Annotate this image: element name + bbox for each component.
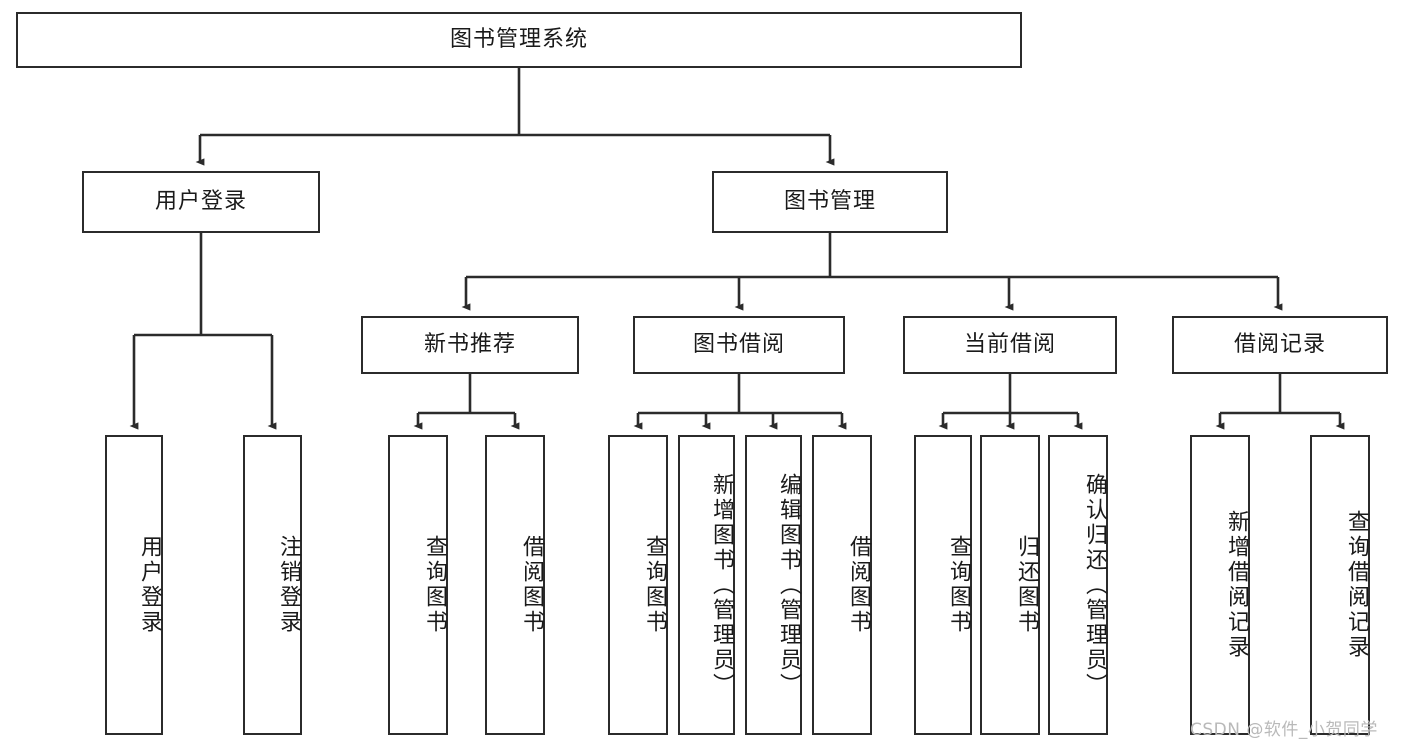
node-borrow-record[interactable]: 借阅记录	[1172, 316, 1388, 374]
node-leaf-logout[interactable]: 注销登录	[243, 435, 302, 735]
node-label: 查询图书	[642, 535, 667, 635]
node-current-borrow[interactable]: 当前借阅	[903, 316, 1117, 374]
csdn-watermark: CSDN @软件_小贺同学	[1190, 720, 1378, 740]
node-user-login[interactable]: 用户登录	[82, 171, 320, 233]
node-label: 借阅图书	[846, 535, 871, 635]
node-leaf-user-login[interactable]: 用户登录	[105, 435, 163, 735]
node-leaf-query-book-2[interactable]: 查询图书	[608, 435, 668, 735]
node-leaf-edit-book[interactable]: 编辑图书（管理员）	[745, 435, 802, 735]
node-leaf-query-record[interactable]: 查询借阅记录	[1310, 435, 1370, 735]
node-leaf-confirm-return[interactable]: 确认归还（管理员）	[1048, 435, 1108, 735]
node-leaf-query-book-1[interactable]: 查询图书	[388, 435, 448, 735]
node-label: 查询借阅记录	[1344, 510, 1369, 660]
node-label: 借阅图书	[519, 535, 544, 635]
node-label: 当前借阅	[963, 331, 1056, 357]
node-label: 查询图书	[422, 535, 447, 635]
node-label: 新增借阅记录	[1224, 510, 1249, 660]
node-label: 编辑图书（管理员）	[776, 472, 801, 698]
node-label: 确认归还（管理员）	[1082, 472, 1107, 698]
node-root[interactable]: 图书管理系统	[16, 12, 1022, 68]
node-leaf-query-book-3[interactable]: 查询图书	[914, 435, 972, 735]
node-book-borrow[interactable]: 图书借阅	[633, 316, 845, 374]
node-label: 注销登录	[276, 535, 301, 635]
node-label: 图书管理	[783, 188, 876, 214]
node-leaf-add-book[interactable]: 新增图书（管理员）	[678, 435, 735, 735]
node-leaf-return-book[interactable]: 归还图书	[980, 435, 1040, 735]
node-leaf-borrow-book-2[interactable]: 借阅图书	[812, 435, 872, 735]
node-label: 新书推荐	[423, 331, 516, 357]
node-new-book-rec[interactable]: 新书推荐	[361, 316, 579, 374]
node-label: 查询图书	[946, 535, 971, 635]
node-book-manage[interactable]: 图书管理	[712, 171, 948, 233]
node-label: 归还图书	[1014, 535, 1039, 635]
node-label: 用户登录	[154, 188, 247, 214]
node-label: 用户登录	[137, 535, 162, 635]
node-label: 借阅记录	[1233, 331, 1326, 357]
node-label: 新增图书（管理员）	[709, 472, 734, 698]
node-leaf-add-record[interactable]: 新增借阅记录	[1190, 435, 1250, 735]
node-leaf-borrow-book-1[interactable]: 借阅图书	[485, 435, 545, 735]
node-label: 图书管理系统	[449, 26, 588, 52]
node-label: 图书借阅	[692, 331, 785, 357]
